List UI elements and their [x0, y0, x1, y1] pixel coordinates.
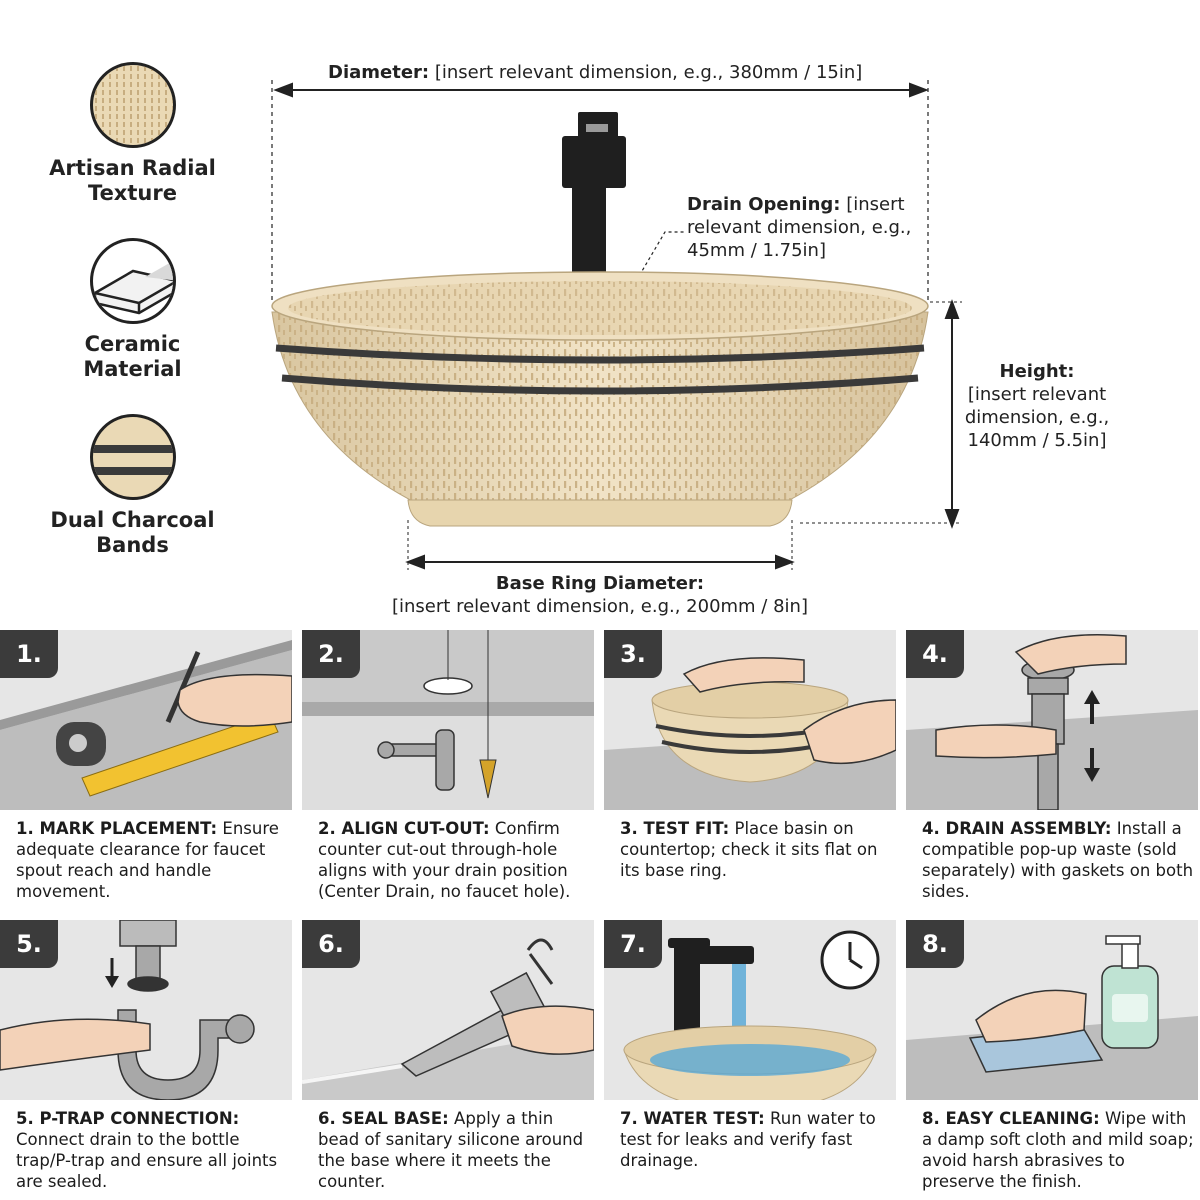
- step-illustration: [906, 920, 1198, 1100]
- step-8: 8. 8. EASY CLEANING: Wipe with a damp so…: [906, 920, 1198, 1200]
- feature-ceramic-material: Ceramic Material: [40, 238, 225, 382]
- basin-illustration: [271, 80, 962, 570]
- cutout-hole-icon: [423, 677, 473, 695]
- ceramic-material-icon: [89, 238, 176, 324]
- hand-icon: [935, 633, 1127, 759]
- step-number: 7.: [604, 920, 662, 968]
- step-number: 5.: [0, 920, 58, 968]
- step-illustration: [0, 920, 292, 1100]
- charcoal-bands-icon: [89, 414, 176, 500]
- diameter-dimension-line: [271, 80, 929, 300]
- radial-texture-icon: [89, 62, 176, 148]
- hand-icon: [682, 657, 896, 765]
- step-caption: 1. MARK PLACEMENT: Ensure adequate clear…: [16, 819, 279, 901]
- step-illustration: [302, 630, 594, 810]
- base-dimension-line: [405, 520, 795, 570]
- step-number: 3.: [604, 630, 662, 678]
- clock-icon: [820, 930, 880, 990]
- step-caption: 2. ALIGN CUT-OUT: Confirm counter cut-ou…: [318, 819, 571, 901]
- hand-icon: [501, 1005, 594, 1055]
- step-illustration: [302, 920, 594, 1100]
- step-caption: 6. SEAL BASE: Apply a thin bead of sanit…: [318, 1109, 584, 1191]
- step-4: 4. 4. DRAIN ASSEMBLY: Install a compatib…: [906, 630, 1198, 920]
- arrow-down-icon: [1084, 748, 1100, 782]
- arrow-up-icon: [1084, 690, 1100, 724]
- step-caption: 3. TEST FIT: Place basin on countertop; …: [620, 819, 878, 880]
- tape-measure-icon: [56, 722, 106, 766]
- faucet: [562, 112, 626, 298]
- step-number: 2.: [302, 630, 360, 678]
- step-2: 2. 2. ALIGN CUT-OUT: Confirm counter cut…: [302, 630, 594, 920]
- feature-radial-texture: Artisan Radial Texture: [40, 62, 225, 206]
- feature-label: Artisan Radial Texture: [49, 156, 216, 205]
- basin-icon: [623, 1025, 877, 1100]
- step-3: 3. 3. TEST FIT: Place basin on counterto…: [604, 630, 896, 920]
- hand-icon: [975, 989, 1087, 1043]
- step-caption: 8. EASY CLEANING: Wipe with a damp soft …: [922, 1109, 1194, 1191]
- step-illustration: [0, 630, 292, 810]
- arrow-down-icon: [105, 958, 119, 988]
- hand-icon: [0, 1018, 151, 1071]
- base-ring-label: Base Ring Diameter: [insert relevant dim…: [392, 573, 808, 617]
- step-1: 1. 1. MARK PLACEMENT: Ensure adequate cl…: [0, 630, 292, 920]
- step-caption: 5. P-TRAP CONNECTION: Connect drain to t…: [16, 1109, 278, 1191]
- step-number: 8.: [906, 920, 964, 968]
- height-label: Height: [insert relevant dimension, e.g.…: [964, 361, 1110, 451]
- diameter-label: Diameter: [insert relevant dimension, e.…: [328, 62, 863, 83]
- drain-leader-line: [611, 231, 685, 323]
- height-dimension-line: [800, 299, 962, 529]
- step-7: 7. 7. WATER TEST: Run water to test for …: [604, 920, 896, 1200]
- hand-icon: [177, 673, 292, 727]
- step-number: 1.: [0, 630, 58, 678]
- drain-opening-label: Drain Opening: [insert relevant dimensio…: [687, 194, 912, 261]
- step-number: 4.: [906, 630, 964, 678]
- plumb-bob-icon: [479, 759, 497, 799]
- feature-label: Ceramic Material: [83, 332, 182, 381]
- bottle-trap-icon: [377, 729, 455, 791]
- step-illustration: [604, 630, 896, 810]
- pencil-icon: [165, 651, 201, 723]
- soap-bottle-icon: [1101, 935, 1159, 1049]
- step-5: 5. 5. P-TRAP CONNECTION: Connect drain t…: [0, 920, 292, 1200]
- step-caption: 4. DRAIN ASSEMBLY: Install a compatible …: [922, 819, 1194, 901]
- feature-charcoal-bands: Dual Charcoal Bands: [40, 414, 225, 558]
- product-overview: Artisan Radial Texture Ceramic Material …: [40, 62, 1110, 617]
- step-6: 6. 6. SEAL BASE: Apply a thin bead of sa…: [302, 920, 594, 1200]
- step-number: 6.: [302, 920, 360, 968]
- ruler-icon: [81, 713, 279, 797]
- p-trap-icon: [117, 945, 255, 1100]
- feature-label: Dual Charcoal Bands: [50, 508, 215, 557]
- step-illustration: [604, 920, 896, 1100]
- step-caption: 7. WATER TEST: Run water to test for lea…: [620, 1109, 876, 1170]
